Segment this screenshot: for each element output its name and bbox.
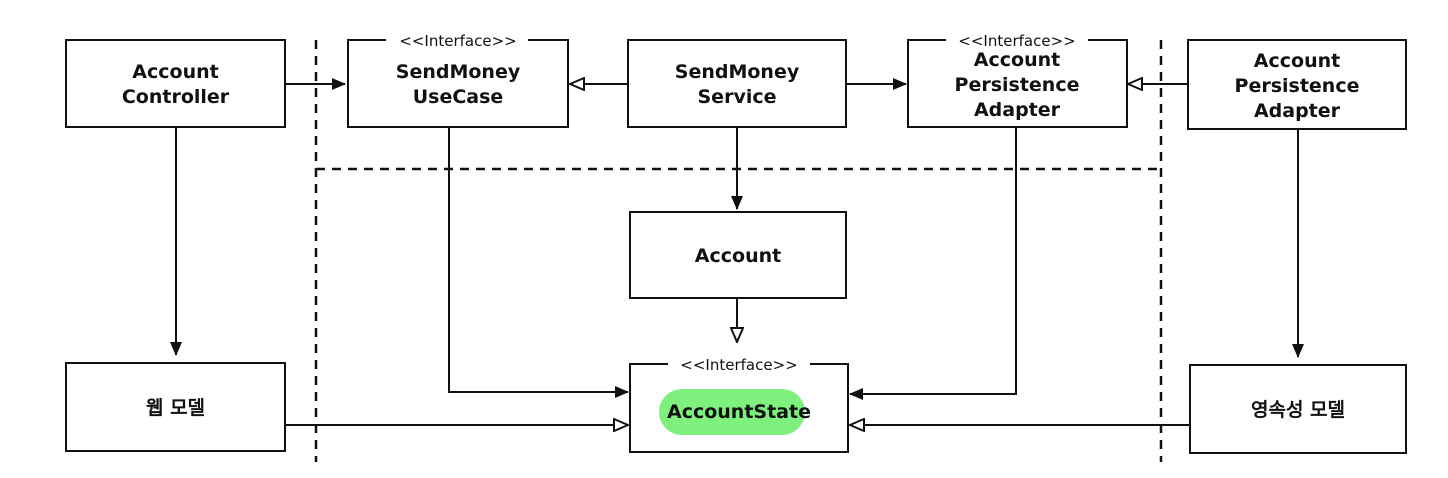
highlight-marker: [659, 389, 805, 435]
node-label-line: Adapter: [1254, 100, 1341, 122]
node-label-line: UseCase: [413, 86, 504, 108]
node-account-state: <<Interface>> AccountState: [629, 356, 849, 453]
node-label-line: Controller: [122, 86, 230, 108]
node-label-line: Account: [1254, 50, 1340, 72]
node-label-line: Account: [132, 61, 218, 83]
connectors: [170, 84, 1304, 425]
node-account-controller: Account Controller: [65, 39, 286, 128]
edge-persistence-interface-to-account-state: [849, 128, 1017, 400]
node-label-line: Persistence: [955, 74, 1080, 96]
node-label-line: Adapter: [974, 99, 1061, 121]
stereotype-label: <<Interface>>: [399, 32, 516, 50]
node-label-line: SendMoney: [675, 61, 800, 83]
node-label-line: AccountState: [667, 401, 811, 423]
node-send-money-service: SendMoney Service: [627, 39, 847, 128]
stereotype-label: <<Interface>>: [680, 356, 797, 374]
node-label-line: Persistence: [1235, 75, 1360, 97]
node-label-line: Service: [698, 86, 777, 108]
node-account: Account: [629, 211, 847, 299]
node-label-line: 웹 모델: [146, 397, 205, 419]
node-label-line: Account: [974, 49, 1060, 71]
edge-usecase-to-account-state: [448, 128, 629, 398]
node-persistence-model: 영속성 모델: [1189, 364, 1407, 454]
stereotype-label: <<Interface>>: [958, 32, 1075, 50]
node-send-money-usecase: <<Interface>> SendMoney UseCase: [347, 32, 569, 128]
node-persistence-interface: <<Interface>> Account Persistence Adapte…: [907, 32, 1128, 128]
node-label-line: Account: [695, 245, 781, 267]
node-web-model: 웹 모델: [65, 362, 286, 452]
layer-boundaries: [314, 40, 1163, 462]
node-label-line: SendMoney: [396, 61, 521, 83]
node-label-line: 영속성 모델: [1251, 399, 1345, 421]
node-persistence-adapter: Account Persistence Adapter: [1187, 39, 1407, 130]
